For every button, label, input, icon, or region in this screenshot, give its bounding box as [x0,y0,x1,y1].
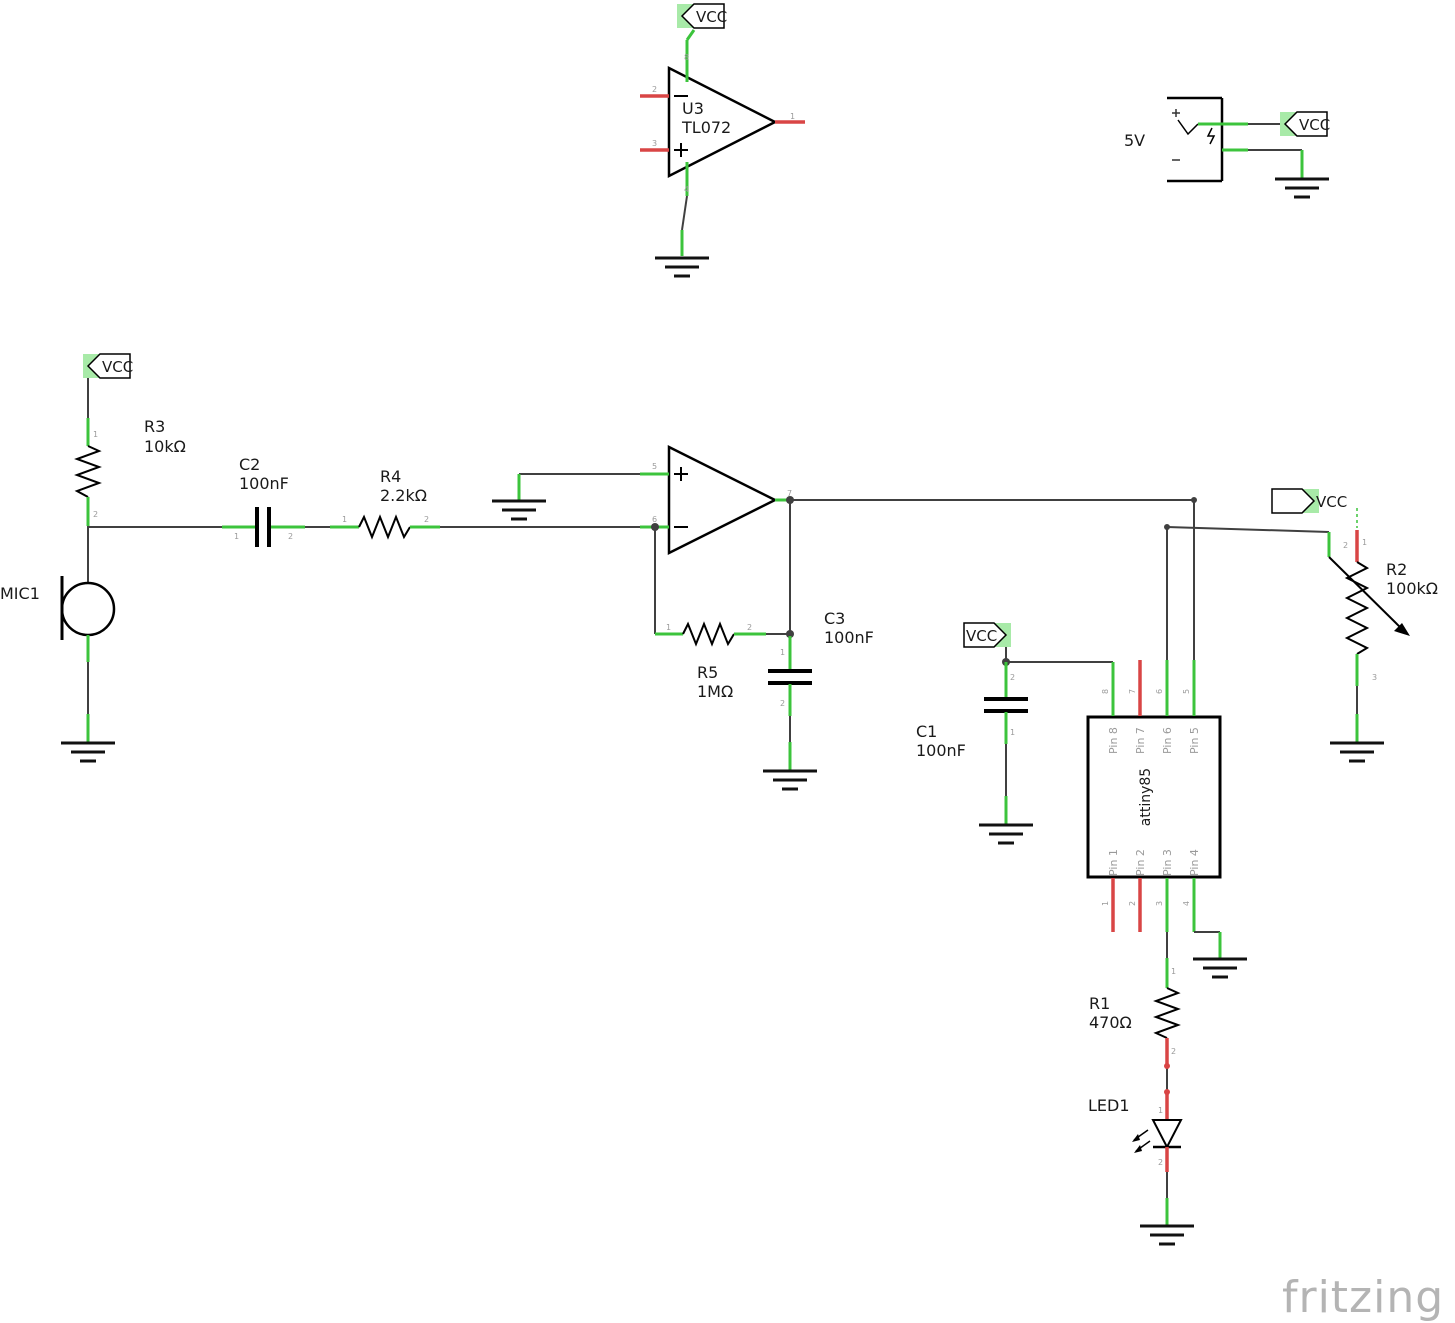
c2-value: 100nF [239,474,289,493]
attiny-label: attiny85 [1138,768,1154,826]
r1-pin-2: 2 [1171,1047,1176,1056]
r3-ref: R3 [144,417,165,436]
opamp-pin-6: 6 [652,515,657,524]
vcc-flag-power: VCC [1279,111,1330,137]
vcc-label: VCC [696,8,727,26]
u3-pin-3: 3 [652,139,657,148]
attiny-pin6-label: Pin 6 [1161,727,1174,754]
attiny-num-1: 1 [1101,901,1110,906]
r4-ref: R4 [380,467,401,486]
attiny-num-8: 8 [1101,689,1110,694]
vcc-label: VCC [1316,493,1347,511]
c2-ref: C2 [239,455,260,474]
attiny-pin1-label: Pin 1 [1107,849,1120,876]
capacitor-c3[interactable] [761,636,819,791]
r4-pin-1: 1 [342,515,347,524]
resistor-r5[interactable] [655,621,766,647]
r5-pin-2: 2 [747,623,752,632]
c1-value: 100nF [916,741,966,760]
u3-value: TL072 [681,118,731,137]
u3-pin-4: 4 [684,185,689,194]
opamp-u3[interactable] [640,29,805,278]
attiny-num-2: 2 [1128,901,1137,906]
ground-symbol [1191,957,1249,979]
led1-pin-2: 2 [1158,1158,1163,1167]
fritzing-watermark: fritzing [1282,1272,1444,1323]
r2-pin-1: 1 [1362,538,1367,547]
led-led1[interactable] [1132,1092,1196,1246]
c3-ref: C3 [824,609,845,628]
u3-pin-2: 2 [652,85,657,94]
potentiometer-r2[interactable] [1327,508,1410,763]
u3-pin-1: 1 [790,112,795,121]
vcc-label: VCC [966,627,997,645]
r2-pin-3: 3 [1372,673,1377,682]
vcc-flag-r2: VCC [1271,488,1347,514]
c2-pin-2: 2 [288,532,293,541]
r2-ref: R2 [1386,560,1407,579]
attiny-pin7-label: Pin 7 [1134,727,1147,754]
r2-pin-2: 2 [1343,541,1348,550]
r3-pin-2: 2 [93,510,98,519]
attiny-pin4-label: Pin 4 [1188,849,1201,876]
vcc-flag-u3: VCC [676,3,727,29]
r1-ref: R1 [1089,994,1110,1013]
vcc-flag-c1: VCC [963,622,1012,648]
r1-value: 470Ω [1089,1013,1132,1032]
c3-value: 100nF [824,628,874,647]
attiny85-chip[interactable] [1086,660,1222,932]
vcc-label: VCC [102,358,133,376]
attiny-pin3-label: Pin 3 [1161,849,1174,876]
c1-ref: C1 [916,722,937,741]
led1-ref: LED1 [1088,1096,1130,1115]
r2-value: 100kΩ [1386,579,1438,598]
r3-value: 10kΩ [144,437,186,456]
c2-pin-1: 1 [234,532,239,541]
power-label: 5V [1124,131,1145,150]
r5-ref: R5 [697,663,718,682]
attiny-num-6: 6 [1155,689,1164,694]
power-jack-5v[interactable] [1167,96,1331,199]
vcc-label: VCC [1299,116,1330,134]
led1-pin-1: 1 [1158,1106,1163,1115]
attiny-num-7: 7 [1128,689,1137,694]
r3-pin-1: 1 [93,430,98,439]
microphone-mic1[interactable] [59,576,117,763]
u3-pin-8: 8 [684,53,689,62]
ground-symbol [490,499,548,521]
u3-ref: U3 [682,99,704,118]
opamp-pin-7: 7 [787,489,792,498]
c3-pin-2: 2 [780,699,785,708]
resistor-r1[interactable] [1153,958,1181,1066]
resistor-r4[interactable] [330,514,440,540]
c3-pin-1: 1 [780,648,785,657]
capacitor-c1[interactable] [977,662,1035,845]
vcc-flag-r3: VCC [82,353,133,379]
c1-pin-2: 2 [1010,673,1015,682]
attiny-num-5: 5 [1182,689,1191,694]
resistor-r3[interactable] [74,418,102,526]
attiny-num-4: 4 [1182,901,1191,906]
opamp-pin-5: 5 [652,462,657,471]
attiny-num-3: 3 [1155,901,1164,906]
capacitor-c2[interactable] [222,507,305,547]
attiny-pin8-label: Pin 8 [1107,727,1120,754]
mic1-ref: MIC1 [0,584,40,603]
r1-pin-1: 1 [1171,967,1176,976]
r4-value: 2.2kΩ [380,486,427,505]
c1-pin-1: 1 [1010,728,1015,737]
attiny-pin2-label: Pin 2 [1134,849,1147,876]
r5-value: 1MΩ [697,682,733,701]
r5-pin-1: 1 [666,623,671,632]
r4-pin-2: 2 [424,515,429,524]
opamp-amplifier[interactable] [640,444,790,556]
attiny-pin5-label: Pin 5 [1188,727,1201,754]
